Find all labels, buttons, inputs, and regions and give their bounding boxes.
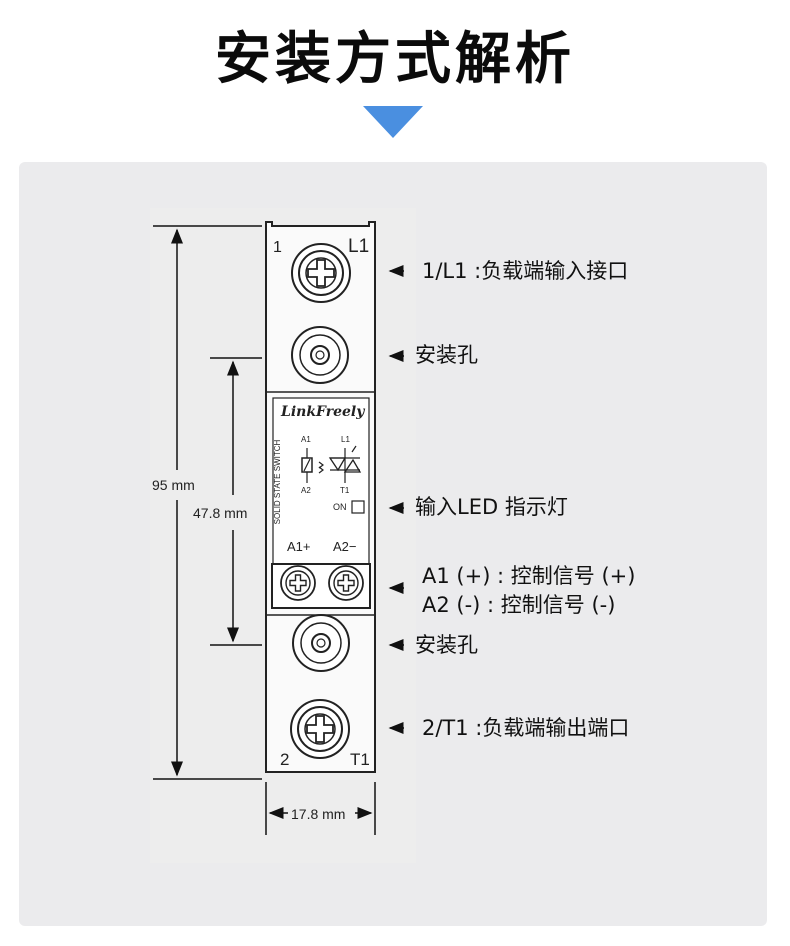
callout-mount-hole-top: 安装孔	[415, 343, 478, 367]
page-title: 安装方式解析	[215, 27, 575, 92]
mount-hole-top-icon	[291, 326, 349, 384]
led-indicator-icon	[351, 500, 365, 514]
screw-terminal-bottom-icon	[290, 699, 350, 759]
terminal-label-1: 1	[273, 239, 282, 256]
terminal-label-2: 2	[280, 750, 290, 769]
symbol-label-a2: A2	[301, 486, 311, 495]
mount-hole-bottom-icon	[292, 614, 350, 672]
terminal-label-a2: A2−	[333, 539, 357, 554]
callout-control-a1: A1 (+) : 控制信号 (+)	[422, 564, 636, 588]
dimension-label-mount: 47.8 mm	[193, 505, 248, 521]
symbol-label-a1: A1	[301, 435, 311, 444]
relay-body	[265, 221, 376, 773]
callout-control-a2: A2 (-) : 控制信号 (-)	[422, 593, 616, 617]
terminal-label-a1: A1+	[287, 539, 311, 554]
down-arrow-icon	[363, 106, 423, 138]
screw-a2-icon	[328, 565, 364, 601]
dimension-height-mount	[210, 357, 262, 646]
screw-a1-icon	[280, 565, 316, 601]
screw-terminal-top-icon	[291, 243, 351, 303]
symbol-label-l1: L1	[341, 435, 350, 444]
callout-led-indicator: 输入LED 指示灯	[415, 495, 568, 519]
dimension-height-total	[153, 225, 262, 780]
dimension-width	[265, 782, 376, 835]
callout-input-terminal: 1/L1 :负载端输入接口	[422, 259, 629, 283]
callout-output-terminal: 2/T1 :负载端输出端口	[422, 716, 630, 740]
callout-mount-hole-bottom: 安装孔	[415, 633, 478, 657]
dimension-label-total: 95 mm	[152, 477, 195, 493]
dimension-label-width: 17.8 mm	[291, 806, 346, 822]
symbol-label-t1: T1	[340, 486, 350, 495]
terminal-label-l1: L1	[348, 236, 370, 257]
terminal-label-t1: T1	[350, 750, 370, 769]
device-type-text: SOLID STATE SWITCH	[273, 439, 282, 525]
relay-symbol-icon	[301, 445, 362, 483]
brand-logo: LinkFreely	[281, 404, 365, 420]
led-on-label: ON	[333, 502, 347, 512]
